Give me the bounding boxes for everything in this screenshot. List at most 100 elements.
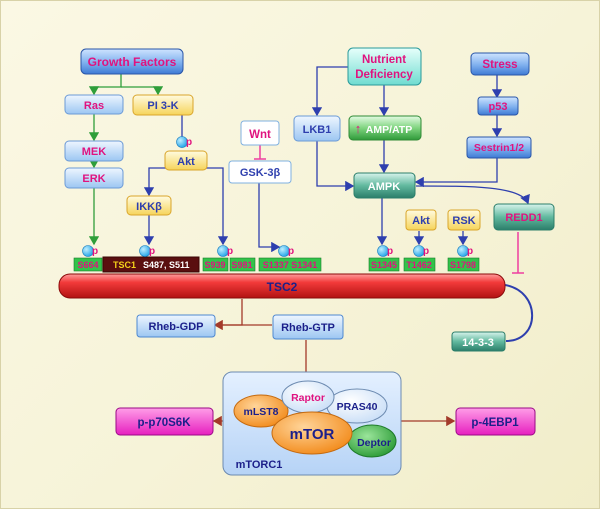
label-wnt: Wnt (249, 129, 271, 141)
label-14-3-3: 14-3-3 (462, 337, 494, 349)
label-deficiency: Deficiency (355, 69, 413, 81)
svg-text:S939: S939 (204, 260, 225, 270)
label-s487: S487, S511 (143, 260, 190, 270)
svg-text:p: p (227, 246, 233, 257)
label-gsk3b: GSK-3β (240, 167, 281, 179)
node-erk: ERK (64, 167, 124, 189)
node-nutrient-deficiency: Nutrient Deficiency (347, 47, 422, 86)
label-stress: Stress (482, 59, 517, 71)
site-tsc1: TSC1 S487, S511 p (102, 245, 200, 273)
arrow-gf-to-ras (88, 74, 122, 96)
node-pi3k: PI 3-K (132, 94, 194, 116)
svg-text:T1462: T1462 (406, 260, 432, 270)
node-mek: MEK (64, 140, 124, 162)
node-sestrin: Sestrin1/2 (466, 136, 532, 159)
node-akt-main: Akt (164, 150, 208, 171)
site-t1462: T1462 p (403, 245, 436, 272)
node-p53: p53 (477, 96, 519, 116)
subunit-mlst8 (233, 394, 289, 428)
label-mtorc1: mTORC1 (236, 459, 283, 471)
site-s1345: S1345 p (368, 245, 400, 272)
label-rheb-gtp: Rheb-GTP (281, 322, 335, 334)
site-row: S664 p TSC1 S487, S511 p S939 p S981 S13… (73, 245, 480, 273)
label-sestrin: Sestrin1/2 (474, 142, 524, 154)
label-p70s6k: p-p70S6K (137, 417, 191, 429)
label-growth-factors: Growth Factors (88, 55, 177, 69)
subunit-mtor (271, 411, 353, 455)
node-redd1: REDD1 (493, 203, 555, 231)
svg-text:S981: S981 (231, 260, 252, 270)
node-growth-factors: Growth Factors (80, 48, 184, 75)
site-s664: S664 p (73, 245, 103, 272)
node-amp-atp: ↑ AMP/ATP (348, 115, 422, 141)
svg-text:Raptor: Raptor (291, 392, 325, 404)
label-tsc1: TSC1 (113, 260, 136, 270)
inhibit-wnt-gsk (254, 145, 266, 160)
arrow-lkb1-to-ampk (316, 141, 355, 192)
svg-text:p: p (467, 246, 473, 257)
site-s939: S939 p (202, 245, 233, 272)
node-stress: Stress (470, 52, 530, 76)
label-tsc2: TSC2 (267, 280, 298, 294)
up-arrow-glyph: ↑ (355, 121, 362, 136)
tsc2-bar: TSC2 (58, 273, 506, 299)
svg-text:p: p (149, 246, 155, 257)
arrow-gf-to-pi3k (121, 86, 164, 96)
arrow-gsk-to-s1337 (258, 183, 281, 253)
label-p53: p53 (489, 101, 508, 113)
phospho-pi3k: p (176, 136, 192, 148)
svg-text:p: p (423, 246, 429, 257)
node-14-3-3: 14-3-3 (451, 331, 506, 352)
label-ras: Ras (84, 100, 104, 112)
arrow-sestrin-to-ampk (414, 158, 498, 188)
svg-text:PRAS40: PRAS40 (337, 401, 378, 413)
svg-text:mTOR: mTOR (290, 426, 335, 443)
svg-text:Deptor: Deptor (357, 437, 391, 449)
arrow-akt-to-ikkb (143, 167, 171, 197)
arrow-tsc2-to-rhebgdp (213, 299, 243, 331)
label-akt-small: Akt (412, 215, 430, 227)
mtorc1-complex: mTORC1 mLST8 PRAS40 Raptor mTOR Deptor (222, 371, 402, 476)
node-rheb-gtp: Rheb-GTP (272, 314, 344, 340)
node-wnt: Wnt (240, 120, 280, 146)
label-4ebp1: p-4EBP1 (471, 417, 519, 429)
label-ikkb: IKKβ (136, 201, 162, 213)
node-ampk: AMPK (353, 172, 416, 199)
svg-text:S1345: S1345 (371, 260, 397, 270)
label-amp-atp: AMP/ATP (366, 124, 412, 136)
binding-1433-tsc2 (504, 284, 534, 342)
site-s1337: S1337 S1341 p (258, 245, 322, 272)
node-ikkb: IKKβ (126, 195, 172, 216)
node-lkb1: LKB1 (293, 115, 341, 142)
site-s981: S981 (229, 257, 256, 272)
node-p70s6k: p-p70S6K (115, 407, 214, 436)
arrow-akt-to-s939 (198, 167, 229, 246)
label-lkb1: LKB1 (303, 124, 332, 136)
arrow-ampk-to-redd1 (415, 185, 530, 205)
node-rheb-gdp: Rheb-GDP (136, 314, 216, 338)
arrow-nutrient-to-lkb1 (311, 66, 348, 117)
label-rsk: RSK (452, 215, 475, 227)
svg-text:S664: S664 (77, 260, 98, 270)
label-redd1: REDD1 (505, 212, 542, 224)
node-akt-small: Akt (405, 209, 437, 231)
label-ampk: AMPK (368, 181, 400, 193)
svg-text:mLST8: mLST8 (243, 406, 278, 418)
label-mek: MEK (82, 146, 107, 158)
inhibit-redd1-tsc2 (512, 232, 524, 274)
label-rheb-gdp: Rheb-GDP (149, 321, 204, 333)
node-gsk3b: GSK-3β (228, 160, 292, 184)
site-s1798: S1798 p (447, 245, 480, 272)
label-erk: ERK (82, 173, 105, 185)
svg-text:p: p (186, 137, 192, 148)
svg-text:S1798: S1798 (450, 260, 476, 270)
svg-text:S1337 S1341: S1337 S1341 (263, 260, 318, 270)
svg-text:p: p (92, 246, 98, 257)
node-4ebp1: p-4EBP1 (455, 407, 536, 436)
label-pi3k: PI 3-K (147, 100, 178, 112)
label-nutrient: Nutrient (362, 54, 406, 66)
svg-text:p: p (387, 246, 393, 257)
label-akt-main: Akt (177, 156, 195, 168)
node-rsk: RSK (447, 209, 481, 231)
